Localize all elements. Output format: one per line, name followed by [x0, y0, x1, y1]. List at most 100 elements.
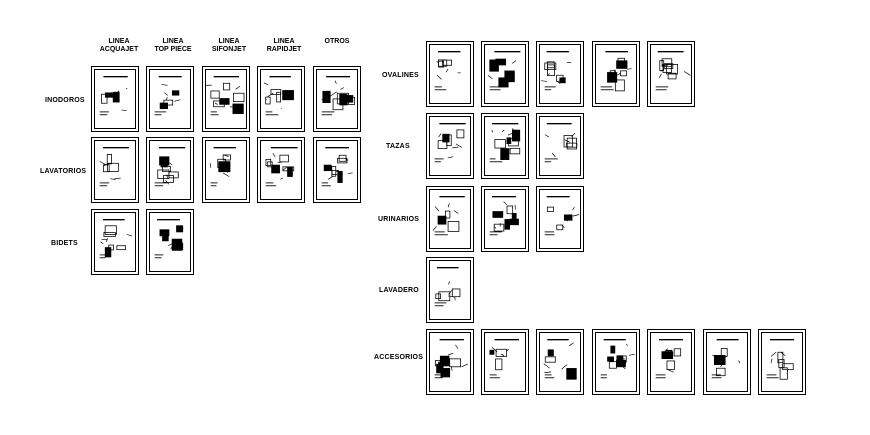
drawing-sheet-lavadero-1[interactable]	[426, 257, 474, 323]
drawing-sheet-inodoro-acquajet[interactable]	[91, 66, 139, 132]
drawing-sheet-accesorio-7[interactable]	[758, 329, 806, 395]
drawing-sheet-inodoro-sifonjet[interactable]	[202, 66, 250, 132]
sheet-note-mark	[489, 86, 502, 88]
fixture-block	[489, 349, 495, 355]
drawing-sheet-accesorio-6[interactable]	[703, 329, 751, 395]
sheet-title-mark	[103, 147, 129, 149]
sheet-note-mark	[489, 234, 498, 236]
sheet-note-mark	[265, 114, 279, 116]
fixture-block	[607, 72, 618, 83]
sheet-note-mark	[544, 158, 558, 160]
drawing-line	[447, 352, 454, 356]
drawing-sheet-lavatorio-top-piece[interactable]	[146, 137, 194, 203]
fixture-drawing	[99, 76, 128, 116]
drawing-line	[165, 180, 170, 185]
drawing-sheet-urinario-1[interactable]	[426, 186, 474, 252]
sheet-title-mark	[657, 51, 684, 53]
drawing-line	[263, 82, 269, 86]
fixture-block	[287, 167, 293, 177]
drawing-sheet-accesorio-1[interactable]	[426, 329, 474, 395]
fixture-block	[103, 164, 110, 173]
drawing-line	[501, 353, 504, 356]
drawing-sheet-bidet-acquajet[interactable]	[91, 209, 139, 275]
fixture-block	[218, 161, 231, 173]
drawing-line	[347, 172, 353, 174]
drawing-line	[455, 344, 459, 350]
drawing-line	[658, 73, 662, 79]
drawing-sheet-ovalin-4[interactable]	[592, 41, 640, 107]
fixture-block	[614, 79, 625, 92]
sheet-note-mark	[265, 185, 277, 187]
drawing-sheet-ovalin-2[interactable]	[481, 41, 529, 107]
sheet-title-mark	[547, 339, 569, 341]
drawing-sheet-bidet-top-piece[interactable]	[146, 209, 194, 275]
fixture-drawing	[489, 196, 519, 236]
fixture-block	[108, 244, 114, 251]
fixture-block	[666, 64, 678, 75]
drawing-sheet-lavatorio-sifonjet[interactable]	[202, 137, 250, 203]
sheet-note-mark	[99, 111, 109, 113]
fixture-drawing	[600, 339, 635, 379]
fixture-block	[438, 291, 451, 302]
drawing-sheet-inodoro-otros[interactable]	[313, 66, 361, 132]
drawing-sheet-taza-1[interactable]	[426, 113, 474, 179]
drawing-line	[506, 348, 509, 352]
fixture-block	[331, 170, 339, 175]
drawing-line	[786, 369, 788, 375]
sheet-title-mark	[605, 51, 629, 53]
fixture-block	[213, 100, 225, 108]
fixture-block	[323, 164, 332, 172]
drawing-line	[222, 154, 229, 157]
drawing-sheet-taza-2[interactable]	[481, 113, 529, 179]
drawing-sheet-lavatorio-rapidjet[interactable]	[257, 137, 305, 203]
drawing-line	[660, 68, 665, 72]
drawing-sheet-accesorio-5[interactable]	[647, 329, 695, 395]
drawing-sheet-ovalin-3[interactable]	[536, 41, 584, 107]
drawing-line	[321, 99, 327, 103]
drawing-line	[615, 72, 622, 77]
fixture-block	[439, 355, 450, 367]
fixture-block	[331, 165, 337, 177]
sheet-title-mark	[439, 123, 466, 125]
drawing-sheet-lavatorio-otros[interactable]	[313, 137, 361, 203]
drawing-sheet-inodoro-rapidjet[interactable]	[257, 66, 305, 132]
row-label-accesorios: ACCESORIOS	[374, 354, 424, 361]
row-label-tazas: TAZAS	[386, 143, 410, 150]
drawing-sheet-inodoro-top-piece[interactable]	[146, 66, 194, 132]
fixture-block	[436, 363, 444, 374]
drawing-sheet-urinario-3[interactable]	[536, 186, 584, 252]
drawing-sheet-accesorio-2[interactable]	[481, 329, 529, 395]
fixture-block	[563, 135, 573, 148]
fixture-block	[163, 99, 174, 106]
sheet-note-mark	[434, 161, 441, 163]
sheet-note-mark	[434, 377, 443, 379]
fixture-block	[662, 64, 672, 73]
fixture-block	[438, 59, 448, 67]
fixture-drawing	[209, 147, 237, 187]
drawing-line	[265, 98, 267, 101]
drawing-sheet-ovalin-5[interactable]	[647, 41, 695, 107]
drawing-sheet-accesorio-3[interactable]	[536, 329, 584, 395]
drawing-line	[667, 368, 674, 373]
fixture-block	[162, 166, 171, 172]
fixture-drawing	[711, 339, 741, 379]
drawing-line	[450, 366, 453, 371]
drawing-line	[511, 60, 517, 64]
fixture-block	[607, 356, 614, 362]
fixture-block	[332, 98, 344, 111]
sheet-note-mark	[434, 158, 444, 160]
drawing-line	[619, 364, 626, 370]
fixture-block	[101, 93, 108, 104]
sheet-title-mark	[491, 123, 519, 125]
drawing-line	[572, 214, 580, 217]
fixture-block	[339, 93, 348, 106]
drawing-sheet-ovalin-1[interactable]	[426, 41, 474, 107]
sheet-note-mark	[99, 182, 110, 184]
drawing-sheet-urinario-2[interactable]	[481, 186, 529, 252]
drawing-sheet-taza-3[interactable]	[536, 113, 584, 179]
drawing-sheet-accesorio-4[interactable]	[592, 329, 640, 395]
fixture-block	[322, 90, 331, 104]
sheet-note-mark	[99, 257, 106, 259]
drawing-sheet-lavatorio-acquajet[interactable]	[91, 137, 139, 203]
fixture-block	[159, 229, 170, 237]
